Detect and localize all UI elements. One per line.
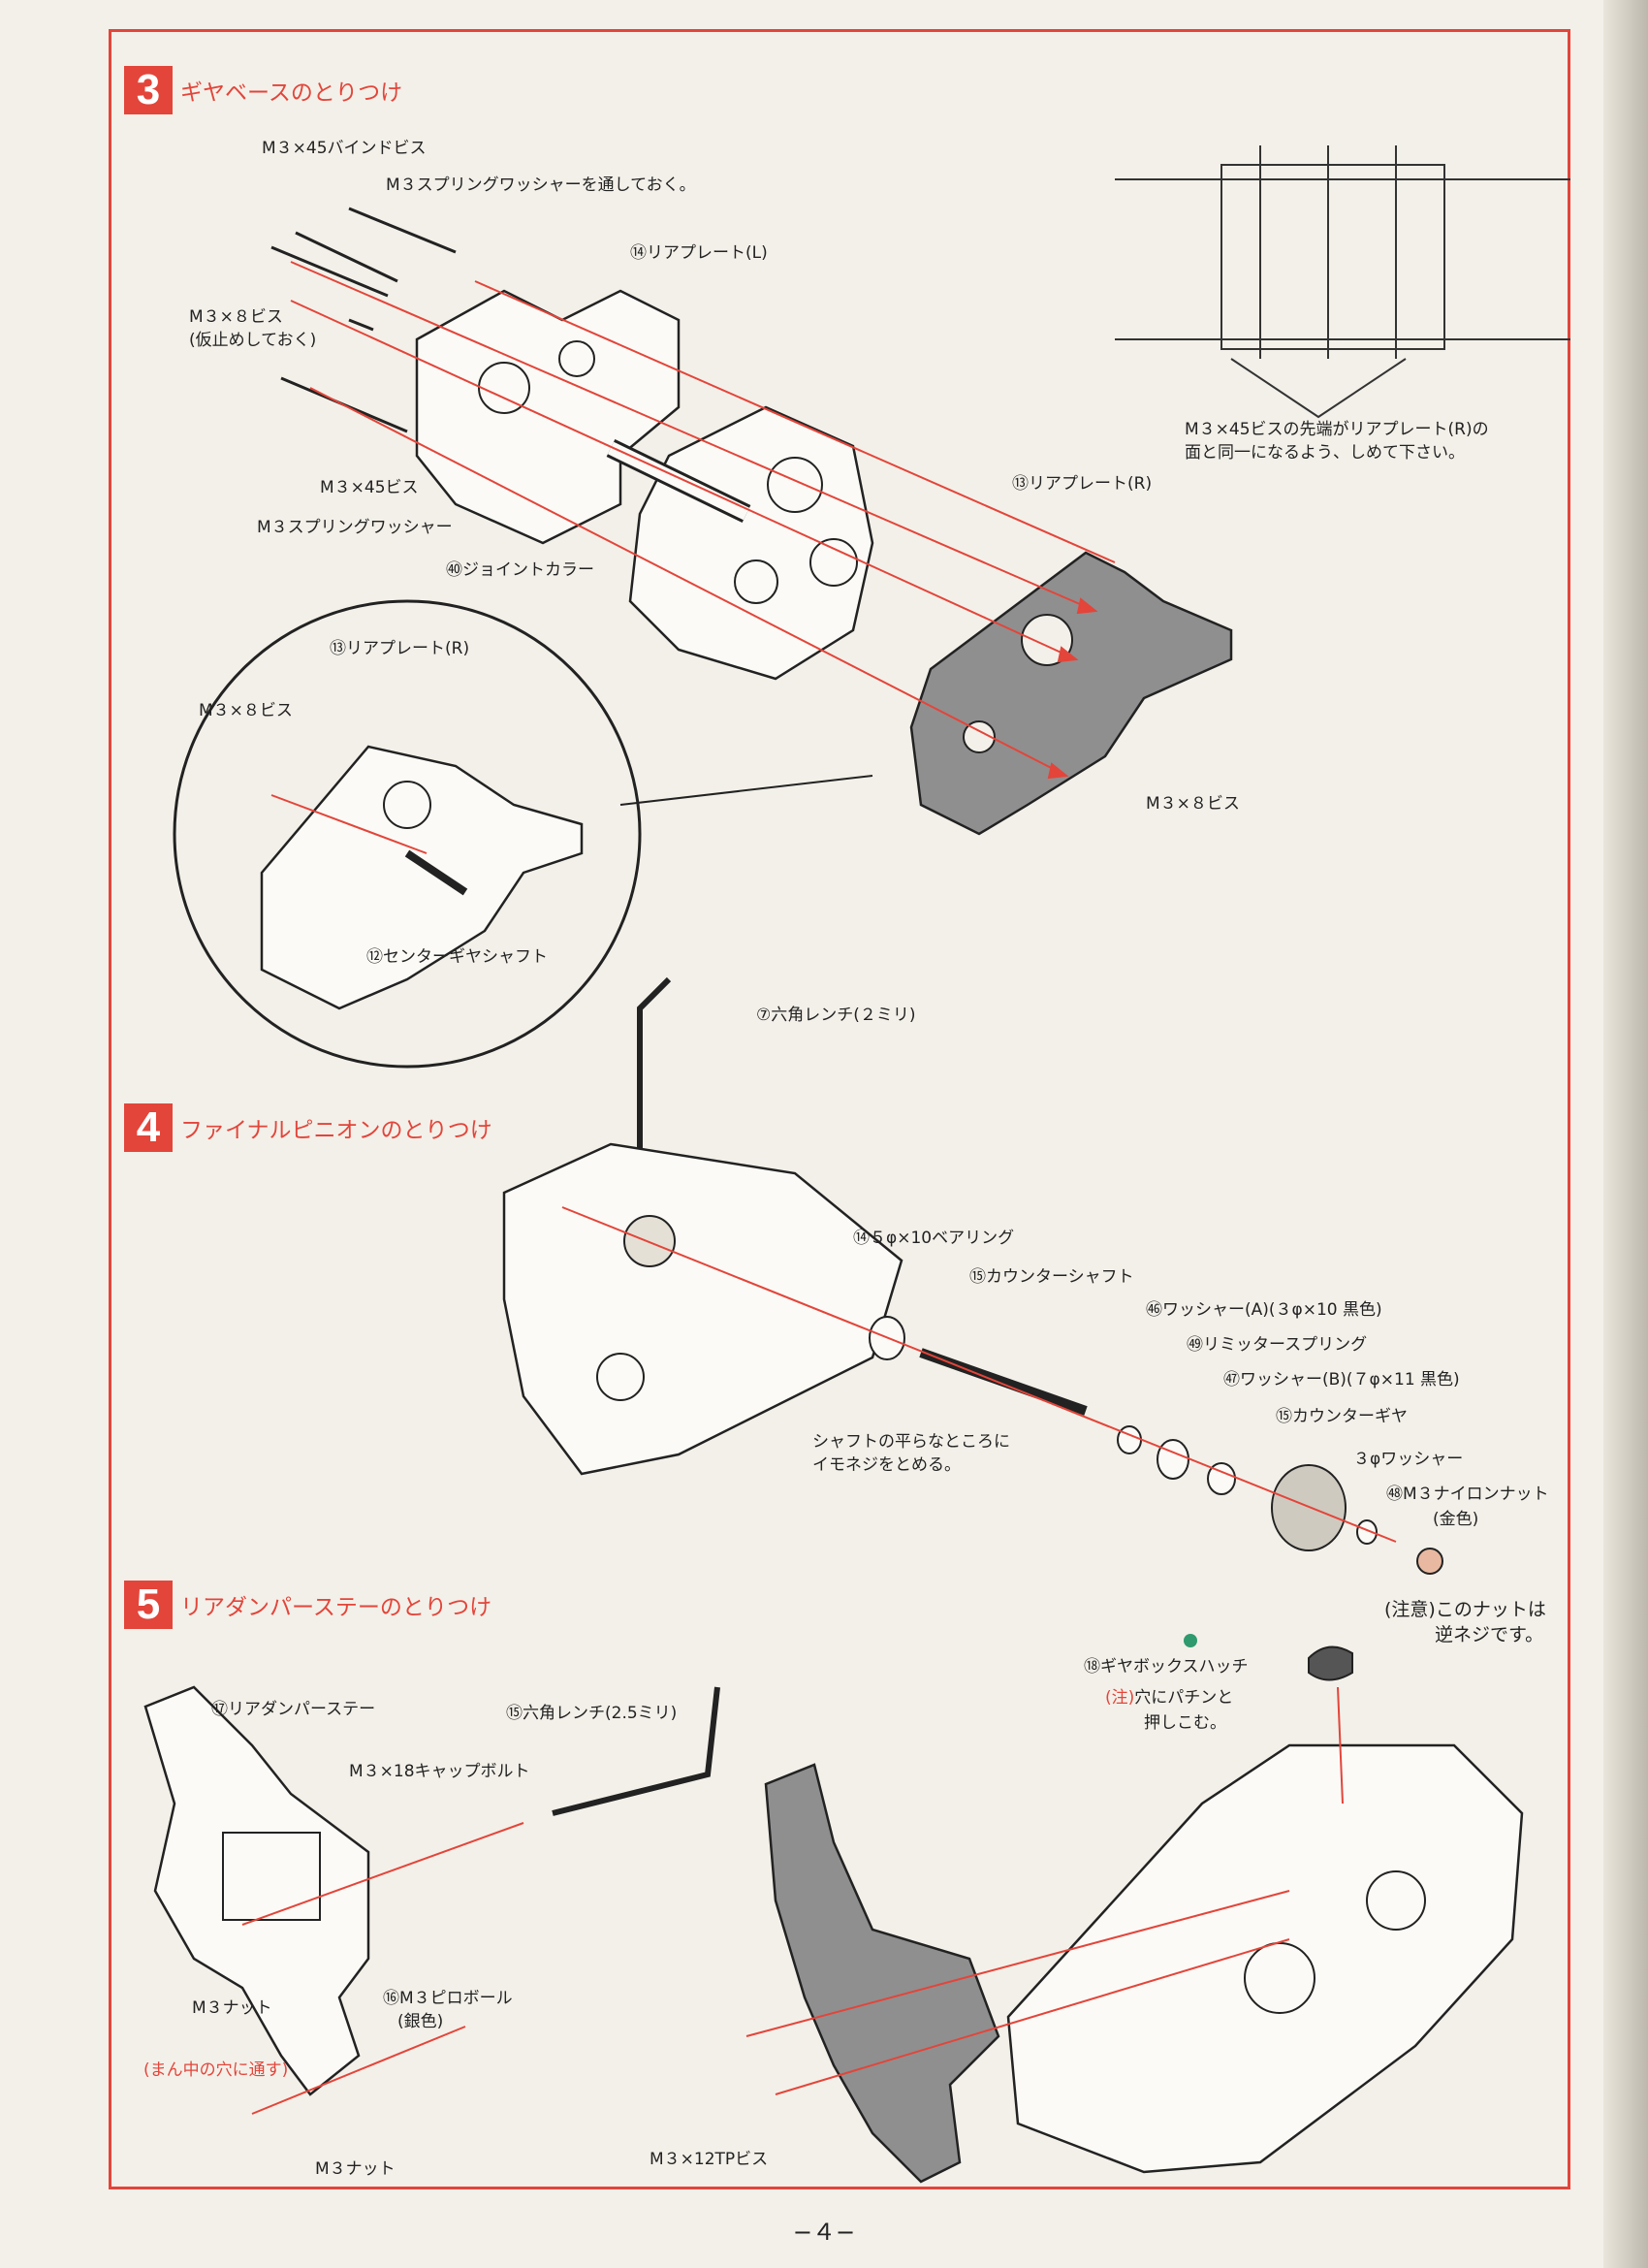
page-number: −４− — [792, 2219, 856, 2246]
sec4-counter-parts — [869, 1316, 1443, 1575]
label-hex-wrench-25: ⑮六角レンチ(2.5ミリ) — [506, 1704, 678, 1723]
label-m3-nut-1: M３ナット — [192, 1998, 272, 2018]
sec3-gear-housing — [628, 405, 874, 681]
label-m3-nut-2: M３ナット — [315, 2159, 396, 2179]
label-m3-spring-washer: M３スプリングワッシャー — [257, 518, 453, 537]
label-nylon-nut: ㊽M３ナイロンナット — [1386, 1485, 1549, 1504]
section-4-number: 4 — [124, 1103, 173, 1152]
section-5-title: リアダンパーステーのとりつけ — [180, 1595, 492, 1620]
sec5-hex-wrench — [552, 1686, 720, 1816]
sec4-hex-wrench — [637, 976, 672, 1154]
caution-text: このナットは — [1435, 1599, 1546, 1620]
label-note-line2: 面と同一になるよう、しめて下さい。 — [1185, 443, 1465, 463]
sec3-rear-plate-r — [909, 551, 1233, 836]
section-5-number: 5 — [124, 1581, 173, 1629]
caution-prefix: (注意) — [1384, 1599, 1436, 1620]
page-frame — [109, 29, 1570, 2189]
sec3-frame-sketch — [1115, 145, 1570, 419]
green-dot — [1184, 1634, 1197, 1647]
section-3-number: 3 — [124, 66, 173, 114]
label-limiter-spring: ㊾リミッタースプリング — [1187, 1335, 1368, 1355]
label-inset-rear-plate-r: ⑬リアプレート(R) — [330, 639, 470, 658]
sec4-housing — [502, 1142, 903, 1476]
label-cap-bolt: M３×18キャップボルト — [349, 1762, 530, 1781]
label-hatch-note-line1: (注)穴にパチンと — [1105, 1687, 1233, 1709]
label-caution-line2: 逆ネジです。 — [1435, 1624, 1544, 1645]
sec3-arrows — [290, 261, 1116, 780]
label-hex-wrench-2: ⑦六角レンチ(２ミリ) — [756, 1006, 916, 1025]
sec5-right-arrows — [745, 1890, 1290, 2095]
label-rear-plate-r: ⑬リアプレート(R) — [1012, 474, 1153, 494]
binding-edge — [1603, 0, 1648, 2268]
label-shaft-note-line1: シャフトの平らなところに — [812, 1432, 1010, 1452]
section-5-header: 5 リアダンパーステーのとりつけ — [124, 1581, 491, 1629]
label-center-hole: (まん中の穴に通す) — [143, 2060, 289, 2080]
sec3-inset — [173, 599, 873, 1069]
label-bearing: ⑭５φ×10ベアリング — [853, 1229, 1015, 1248]
label-pillow-ball-color: (銀色) — [397, 2012, 444, 2031]
label-spring-washer-through: M３スプリングワッシャーを通しておく。 — [386, 176, 696, 195]
label-rear-damper-stay: ⑰リアダンパーステー — [211, 1700, 376, 1719]
hatch-note-text: 穴にパチンと — [1134, 1688, 1234, 1708]
label-tp-screw: M３×12TPビス — [650, 2150, 769, 2169]
label-m3x8-temp-note: (仮止めしておく) — [189, 331, 317, 350]
section-3-title: ギヤベースのとりつけ — [180, 80, 403, 106]
label-counter-gear: ⑮カウンターギヤ — [1276, 1407, 1408, 1426]
label-washer-a: ㊻ワッシャー(A)(３φ×10 黒色) — [1146, 1300, 1382, 1320]
section-4-header: 4 ファイナルピニオンのとりつけ — [124, 1103, 492, 1152]
label-shaft-note-line2: イモネジをとめる。 — [812, 1455, 961, 1475]
label-pillow-ball: ⑯M３ピロボール — [383, 1989, 513, 2008]
sec5-left-arrows — [241, 1822, 524, 2115]
section-3-header: 3 ギヤベースのとりつけ — [124, 66, 402, 114]
label-inset-m3x8: M３×８ビス — [199, 701, 293, 720]
label-joint-collar: ㊵ジョイントカラー — [446, 560, 594, 580]
sec5-grey-stay — [764, 1763, 1000, 2184]
sec3-joint-collar-part — [606, 439, 751, 523]
label-rear-plate-l: ⑭リアプレート(L) — [630, 243, 768, 263]
label-washer-3: ３φワッシャー — [1353, 1450, 1464, 1469]
hatch-note-prefix: (注) — [1105, 1688, 1135, 1708]
sec5-damper-stay — [143, 1685, 370, 2096]
label-m3x8-right: M３×８ビス — [1146, 794, 1240, 814]
label-inset-center-gear-shaft: ⑫センターギヤシャフト — [366, 947, 548, 967]
label-bind-screw: M３×45バインドビス — [262, 139, 427, 158]
label-nylon-nut-color: (金色) — [1433, 1510, 1479, 1529]
label-caution-line1: (注意)このナットは — [1384, 1598, 1546, 1622]
section-4-title: ファイナルピニオンのとりつけ — [180, 1118, 492, 1143]
label-m3x8-temp: M３×８ビス — [189, 307, 283, 327]
label-note-line1: M３×45ビスの先端がリアプレート(R)の — [1185, 420, 1489, 439]
label-hatch-note-line2: 押しこむ。 — [1144, 1713, 1226, 1733]
sec5-gearbox — [1006, 1645, 1524, 2174]
label-gearbox-hatch: ⑱ギヤボックスハッチ — [1084, 1657, 1249, 1677]
label-counter-shaft: ⑮カウンターシャフト — [969, 1267, 1134, 1287]
label-m3x45: M３×45ビス — [320, 478, 419, 497]
label-washer-b: ㊼ワッシャー(B)(７φ×11 黒色) — [1223, 1370, 1460, 1390]
sec4-arrow — [561, 1206, 1397, 1543]
